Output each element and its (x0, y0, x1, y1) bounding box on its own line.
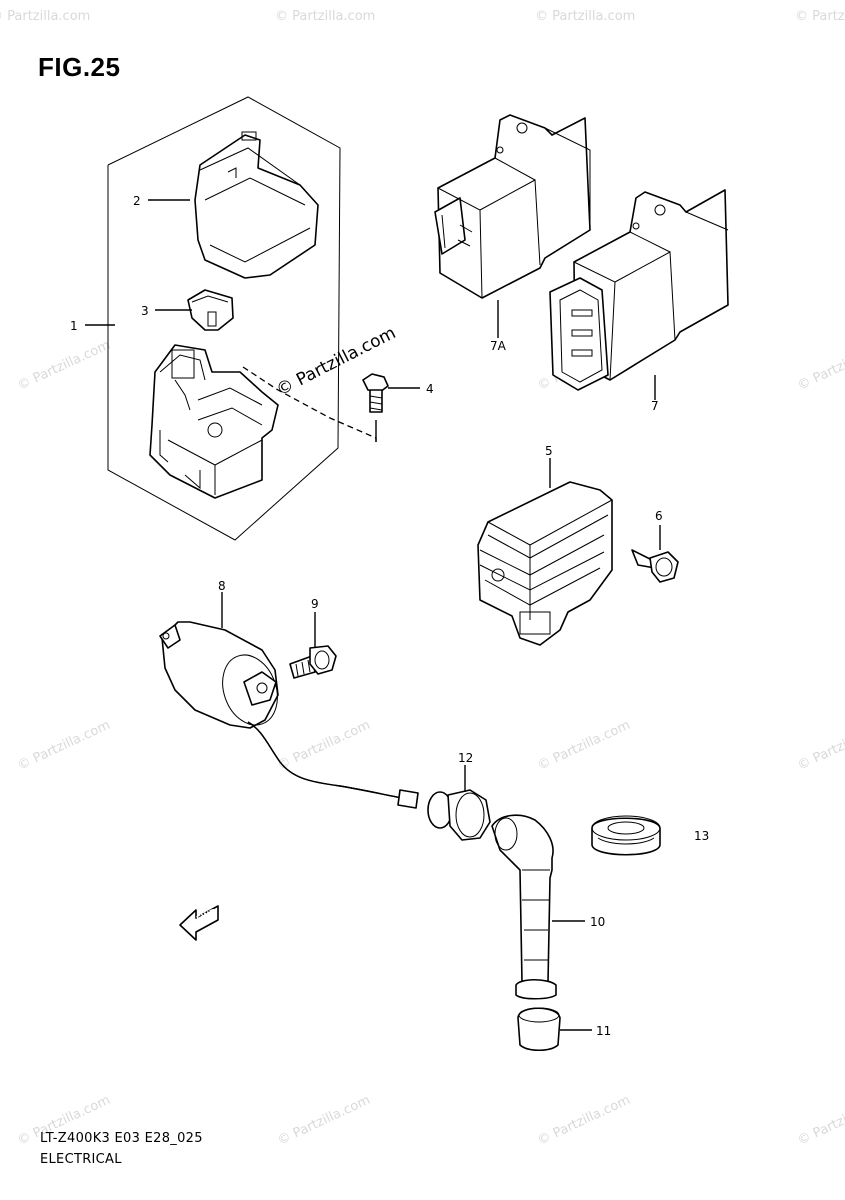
ignition-coil-part (159, 621, 419, 809)
figure-title: FIG.25 (38, 52, 121, 82)
callout-1: 1 (70, 319, 78, 333)
watermark: © Partzilla.com (275, 9, 375, 24)
callout-7a: 7A (490, 339, 507, 353)
watermark: © Partzilla.com (275, 1093, 372, 1149)
spark-plug-cap-part (491, 814, 557, 1000)
fuse-part (187, 289, 234, 331)
watermark: © Partzilla.com (275, 718, 372, 774)
relay-cover-part (194, 131, 319, 279)
callout-7: 7 (651, 399, 659, 413)
plug-cover-11-part (517, 1007, 561, 1052)
watermark: © Partzilla.com (535, 718, 632, 774)
callout-4: 4 (426, 382, 434, 396)
watermark: © Partzilla.com (795, 718, 845, 774)
bolt-part (362, 373, 389, 413)
callout-5: 5 (545, 444, 553, 458)
fwd-arrow-icon: FWD (179, 905, 219, 941)
callout-3: 3 (141, 304, 149, 318)
watermark: © Partzilla.com (15, 338, 112, 394)
starter-relay-part (149, 344, 279, 499)
callout-6: 6 (655, 509, 663, 523)
cdi-unit-7a-part (434, 114, 591, 299)
cdi-unit-7-part (549, 189, 729, 391)
cap-seal-part (427, 789, 491, 841)
callout-10: 10 (590, 915, 605, 929)
callout-9: 9 (311, 597, 319, 611)
coil-bolt-9-part (289, 645, 337, 679)
watermark: © Partzilla.com (795, 9, 845, 24)
flange-bolt-6-part (631, 549, 679, 583)
callout-numbers: 1 2 3 4 5 6 7 7A 8 9 10 11 12 13 (70, 194, 709, 1038)
grommet-13-part (591, 815, 661, 856)
relay-assembly-box (107, 96, 341, 541)
callout-11: 11 (596, 1024, 611, 1038)
watermark: © Partzilla.com (535, 9, 635, 24)
callout-13: 13 (694, 829, 709, 843)
background-watermarks: © Partzilla.com © Partzilla.com © Partzi… (0, 9, 845, 1149)
watermark: © Partzilla.com (795, 338, 845, 394)
watermark: © Partzilla.com (0, 9, 90, 24)
model-code: LT-Z400K3 E03 E28_025 (40, 1131, 203, 1146)
callout-2: 2 (133, 194, 141, 208)
watermark: © Partzilla.com (535, 1093, 632, 1149)
callout-8: 8 (218, 579, 226, 593)
watermark: © Partzilla.com (15, 718, 112, 774)
watermark: © Partzilla.com (795, 1093, 845, 1149)
regulator-rectifier-part (477, 481, 613, 646)
callout-12: 12 (458, 751, 473, 765)
section-name: ELECTRICAL (40, 1152, 122, 1167)
leader-lines (85, 199, 661, 1031)
